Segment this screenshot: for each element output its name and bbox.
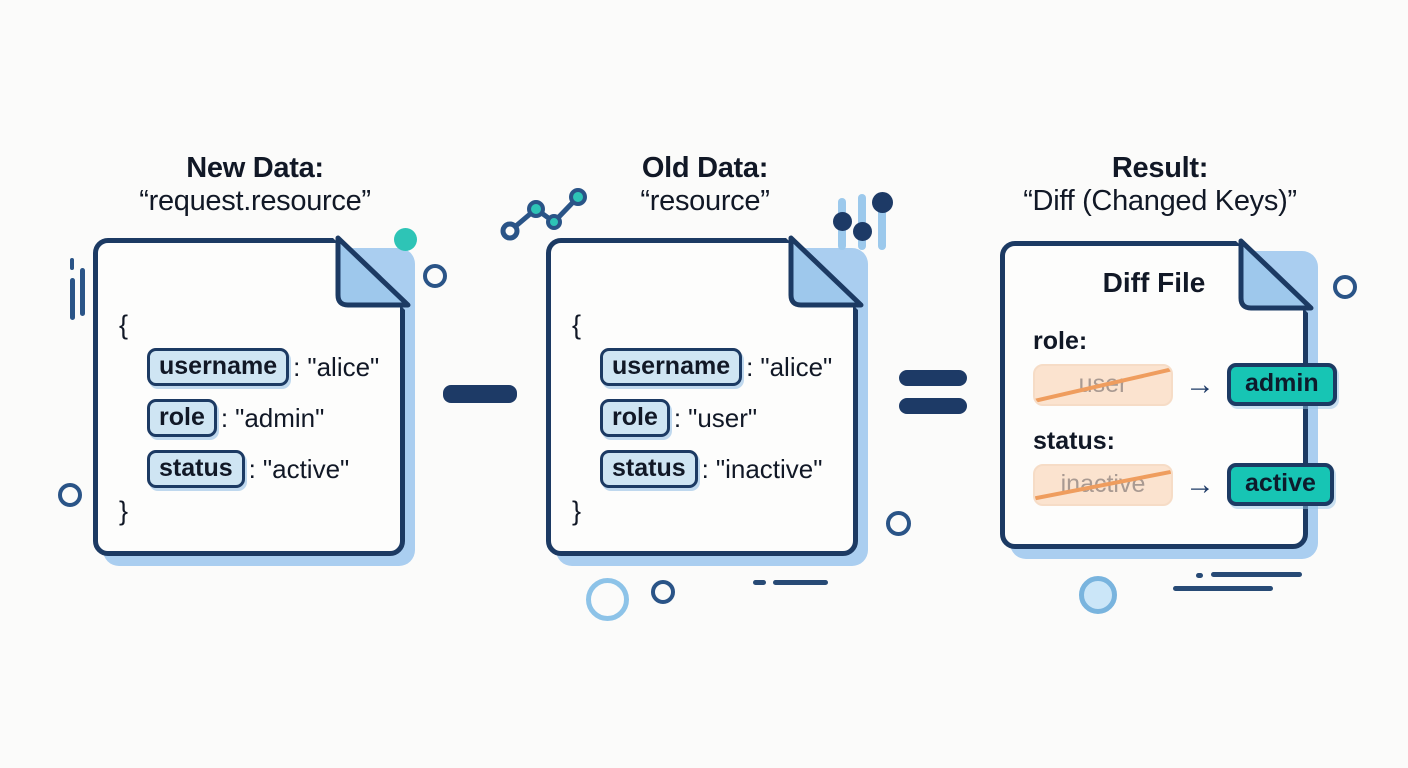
json-value: "inactive" xyxy=(715,453,823,484)
decor-dash-icon xyxy=(753,580,766,585)
panel-title-result: Result: “Diff (Changed Keys)” xyxy=(985,152,1335,218)
decor-circle-filled-icon xyxy=(1079,576,1117,614)
decor-ring-icon xyxy=(1333,275,1357,299)
minus-bar xyxy=(443,385,517,403)
decor-ring-icon xyxy=(886,511,911,536)
diff-change-key: role: xyxy=(1033,327,1088,355)
panel-title-old-data: Old Data: “resource” xyxy=(520,152,890,218)
json-separator: : xyxy=(293,351,301,382)
panel-title-result-line2: “Diff (Changed Keys)” xyxy=(1023,185,1297,218)
json-key: status xyxy=(600,450,698,489)
change-arrow-icon: → xyxy=(1185,367,1215,401)
json-separator: : xyxy=(746,351,754,382)
json-body: { username : "alice" role : "user" statu… xyxy=(546,238,858,556)
json-row: status : "active" xyxy=(147,450,350,489)
json-value: "user" xyxy=(688,402,758,433)
json-key: username xyxy=(600,348,743,387)
decor-ring-icon xyxy=(58,483,82,507)
json-key: status xyxy=(147,450,245,489)
json-separator: : xyxy=(701,453,709,484)
decor-tick-tall-icon xyxy=(70,278,75,320)
panel-title-result-line1: Result: xyxy=(1111,152,1209,184)
panel-title-old-data-line1: Old Data: xyxy=(641,152,769,184)
decor-line-icon xyxy=(1211,572,1302,577)
diff-file-heading: Diff File xyxy=(1102,267,1206,298)
json-row: role : "user" xyxy=(600,399,758,438)
decor-line-icon xyxy=(1173,586,1273,591)
decor-dot-icon xyxy=(394,228,417,251)
slider-knob xyxy=(833,212,852,231)
json-value: "admin" xyxy=(235,402,325,433)
json-separator: : xyxy=(220,402,229,433)
json-row: role : "admin" xyxy=(147,399,325,438)
close-brace: } xyxy=(572,496,582,526)
json-separator: : xyxy=(248,453,256,484)
new-value-pill: admin xyxy=(1227,363,1337,407)
json-separator: : xyxy=(673,402,682,433)
old-data-card: { username : "alice" role : "user" statu… xyxy=(546,235,868,566)
diff-body: Diff File role: user → admin status: ina… xyxy=(1000,241,1337,549)
old-value-pill: user xyxy=(1033,363,1173,406)
close-brace: } xyxy=(119,496,129,526)
json-value: "active" xyxy=(262,453,350,484)
decor-ring-icon xyxy=(423,264,447,288)
line-chart-icon xyxy=(498,183,590,243)
json-row: username : "alice" xyxy=(600,348,833,387)
panel-title-old-data-line2: “resource” xyxy=(640,185,770,218)
json-body: { username : "alice" role : "admin" stat… xyxy=(93,238,405,556)
decor-line-icon xyxy=(773,580,828,585)
json-row: username : "alice" xyxy=(147,348,380,387)
decor-dot-small-icon xyxy=(1196,573,1203,578)
diff-change-key: status: xyxy=(1033,427,1115,455)
json-row: status : "inactive" xyxy=(600,450,823,489)
decor-ring-icon xyxy=(651,580,675,604)
diff-change-row: inactive → active xyxy=(1033,463,1334,507)
panel-title-new-data: New Data: “request.resource” xyxy=(60,152,450,218)
slider-knob xyxy=(872,192,893,213)
decor-circle-icon xyxy=(586,578,629,621)
panel-title-new-data-line2: “request.resource” xyxy=(139,185,371,218)
open-brace: { xyxy=(119,310,129,340)
old-value-pill: inactive xyxy=(1033,463,1173,506)
diff-change-row: user → admin xyxy=(1033,363,1337,407)
new-data-card: { username : "alice" role : "admin" stat… xyxy=(93,235,415,566)
sliders-icon xyxy=(832,190,894,255)
json-key: role xyxy=(600,399,670,438)
decor-tick-mid-icon xyxy=(80,268,85,316)
minus-operator xyxy=(443,385,517,403)
panel-title-new-data-line1: New Data: xyxy=(186,152,324,184)
json-value: "alice" xyxy=(307,351,380,382)
diff-result-card: Diff File role: user → admin status: ina… xyxy=(1000,238,1337,559)
slider-knob xyxy=(853,222,872,241)
equals-bar-top xyxy=(899,370,967,386)
json-key: username xyxy=(147,348,290,387)
new-value-pill: active xyxy=(1227,463,1334,507)
equals-bar-bottom xyxy=(899,398,967,414)
json-key: role xyxy=(147,399,217,438)
decor-tick-short-icon xyxy=(70,258,74,270)
change-arrow-icon: → xyxy=(1185,467,1215,501)
open-brace: { xyxy=(572,310,582,340)
json-value: "alice" xyxy=(760,351,833,382)
equals-operator xyxy=(899,370,967,418)
slider-track xyxy=(878,200,886,250)
